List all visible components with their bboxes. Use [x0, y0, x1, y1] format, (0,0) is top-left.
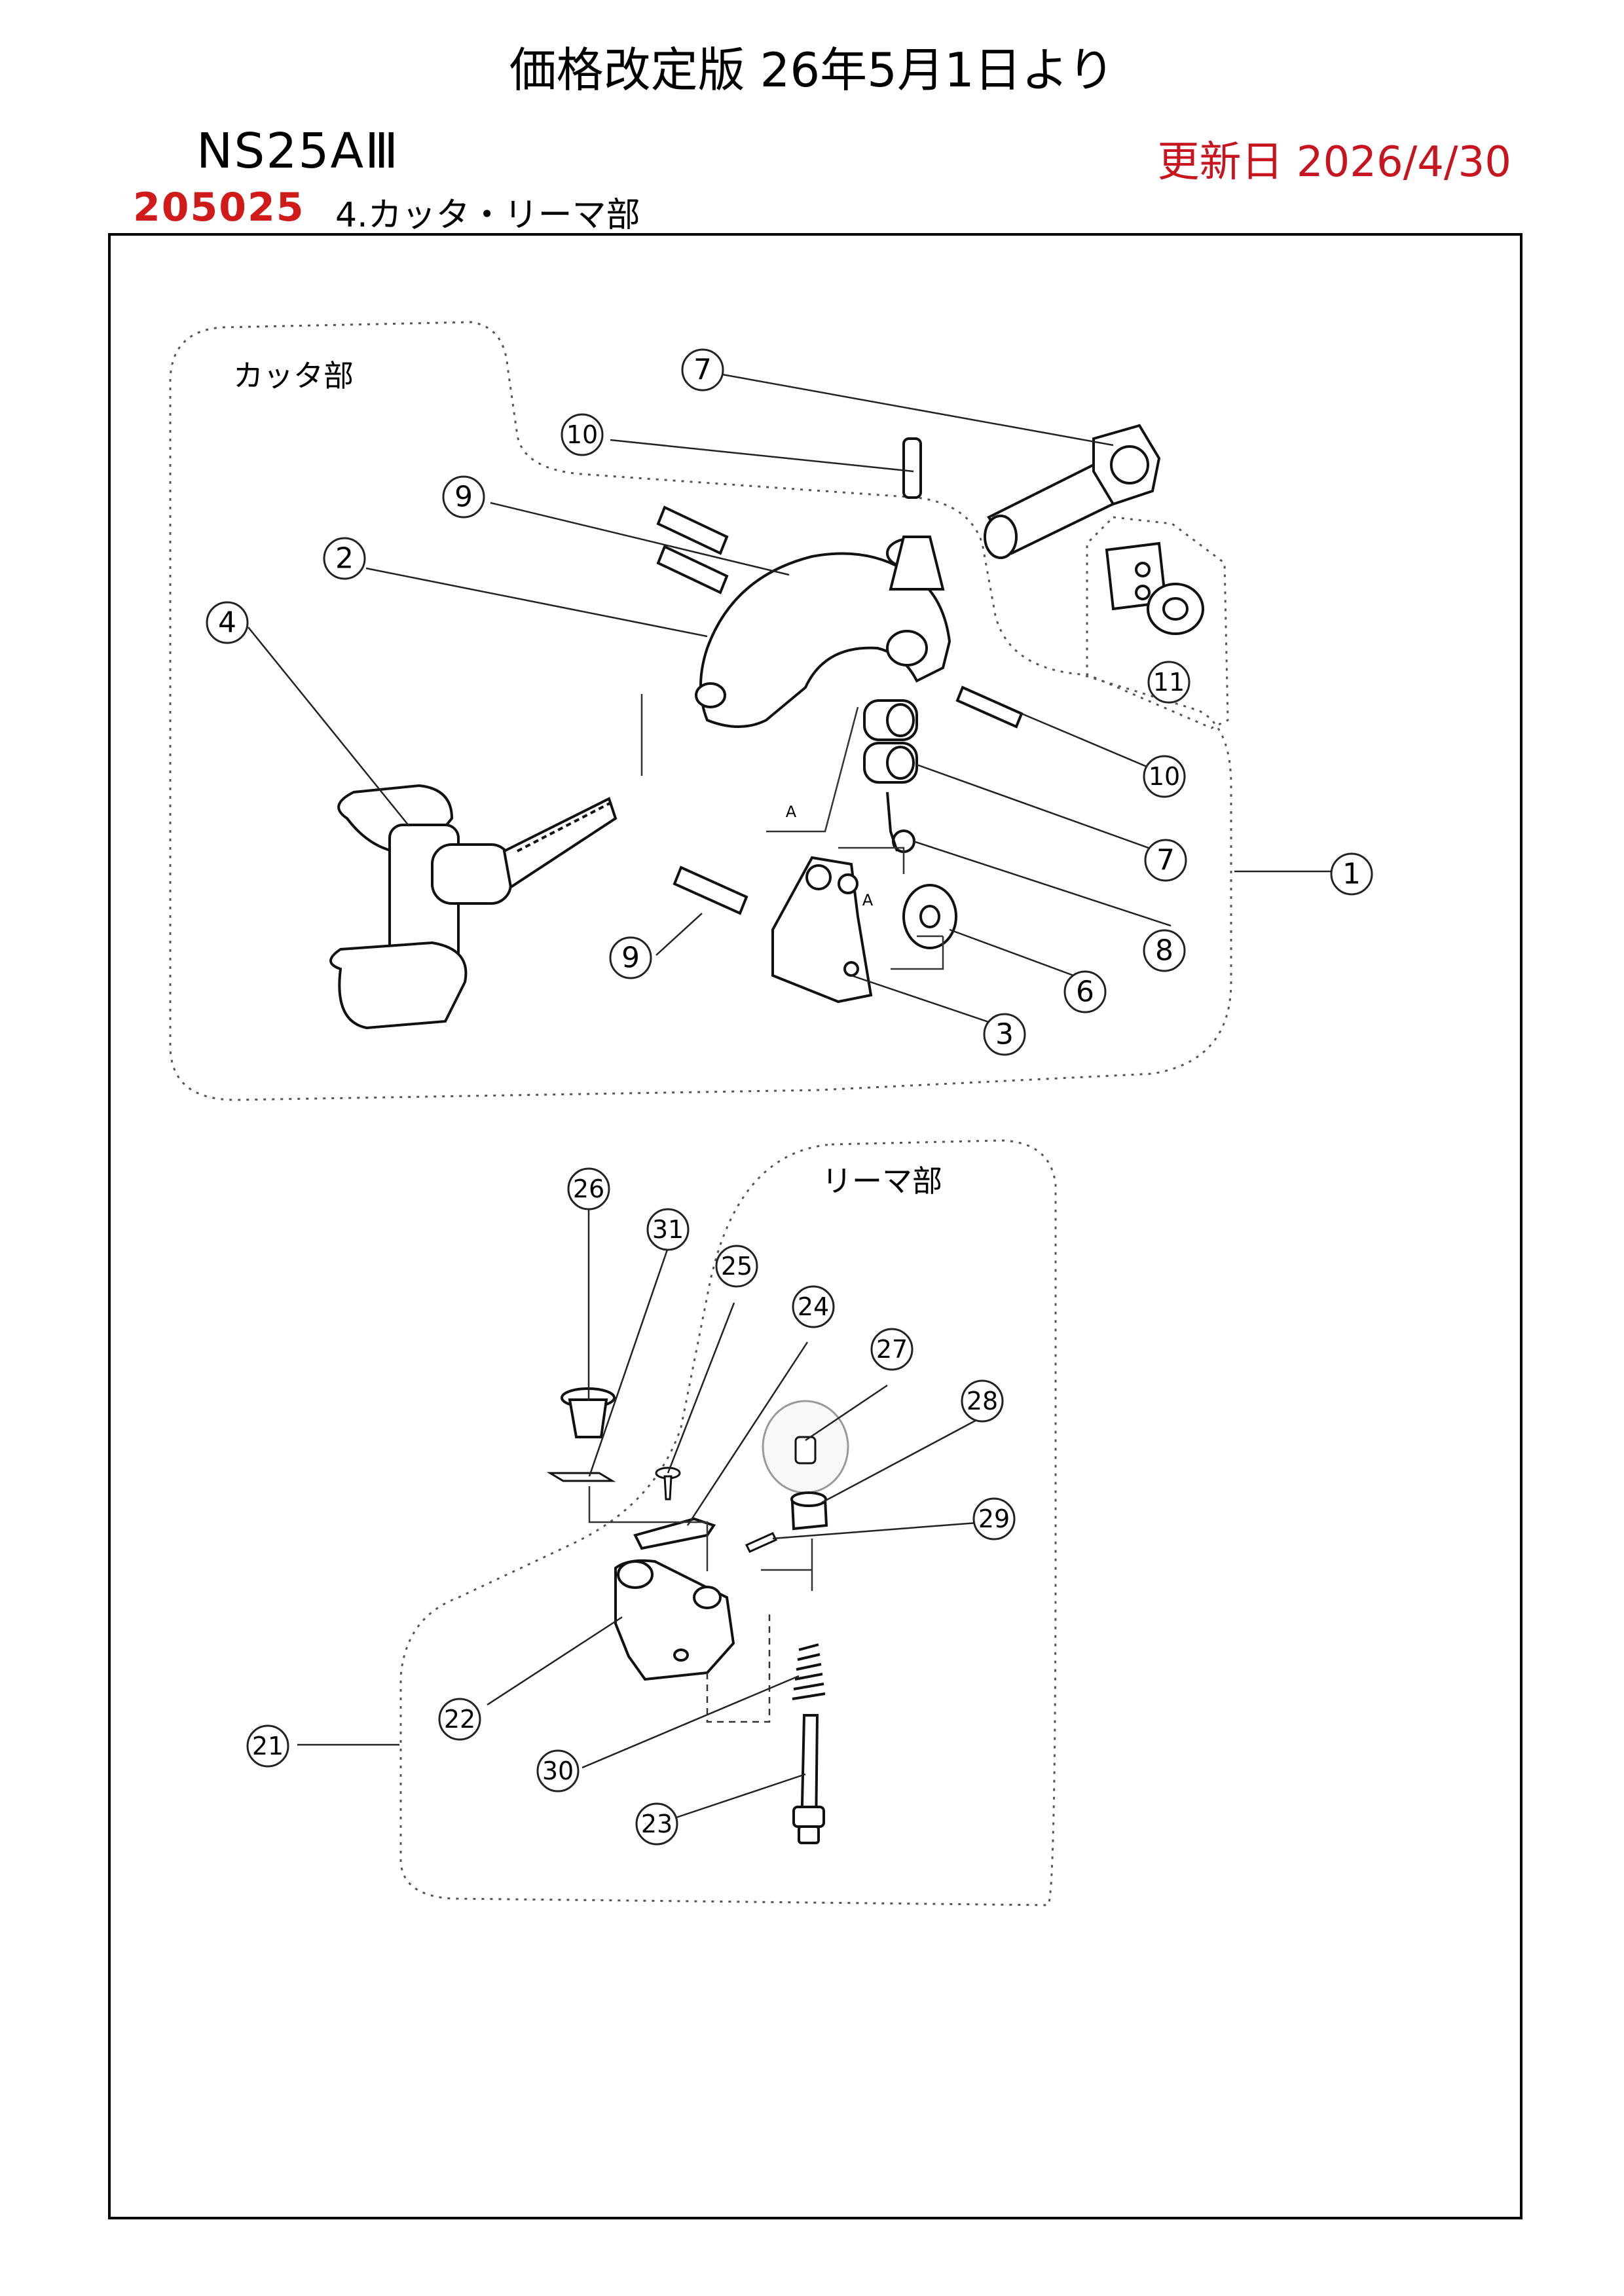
callout-24: 24 [798, 1292, 829, 1321]
part-5-shaft [984, 424, 1161, 559]
callout-30: 30 [542, 1757, 574, 1785]
leader-lines [248, 373, 1331, 1820]
part-11-block [1105, 541, 1204, 635]
section-title: 4.カッタ・リーマ部 [335, 196, 640, 235]
part-24-blade [633, 1517, 716, 1550]
callout-6: 6 [1076, 975, 1094, 1009]
part-4-feed-screw-handle [329, 784, 618, 1030]
callout-21: 21 [252, 1732, 284, 1760]
callout-31: 31 [652, 1215, 684, 1244]
cutter-group-label: カッタ部 [233, 358, 354, 393]
part-7-rollers [863, 699, 918, 784]
callout-22: 22 [444, 1705, 475, 1734]
callout-8: 8 [1155, 934, 1173, 968]
callout-10-b: 10 [1149, 762, 1180, 791]
callout-26: 26 [573, 1175, 604, 1203]
reamer-group-label: リーマ部 [822, 1163, 942, 1199]
callout-25: 25 [721, 1252, 752, 1281]
cutter-group-boundary [169, 321, 1232, 1101]
part-number: 205025 [133, 185, 305, 230]
mark-a-1: A [786, 803, 797, 821]
callout-9-b: 9 [621, 941, 640, 975]
part-31-ring [546, 1472, 616, 1482]
assembly-guides [640, 694, 944, 970]
part-23-shaft [792, 1714, 825, 1844]
callout-10-a: 10 [566, 420, 598, 449]
diagram-frame [108, 233, 1522, 2219]
callout-circles [206, 348, 1373, 1846]
callout-2: 2 [335, 542, 354, 575]
callout-27: 27 [876, 1335, 908, 1364]
updated-date: 更新日 2026/4/30 [1157, 138, 1512, 187]
callout-5: 7 [693, 354, 712, 387]
callout-1: 1 [1342, 858, 1361, 891]
part-8-spring [886, 792, 915, 853]
callout-7: 7 [1156, 844, 1175, 877]
part-30-spring [792, 1643, 826, 1700]
part-29-setscrew [745, 1532, 778, 1553]
part-2-cutter-frame [695, 536, 951, 728]
reamer-assembly-guides [588, 1486, 813, 1723]
page-title: 価格改定版 26年5月1日より [509, 43, 1115, 98]
part-27-insert [762, 1400, 849, 1494]
part-10-pins [902, 437, 1024, 729]
callout-9-a: 9 [454, 481, 473, 514]
callout-4: 4 [218, 606, 236, 640]
part-6-cutter-wheel [902, 884, 957, 949]
reamer-group-boundary [399, 1139, 1057, 1906]
part-22-reamer-body [614, 1559, 735, 1681]
callout-23: 23 [641, 1810, 673, 1838]
mark-a-2: A [862, 891, 874, 909]
callout-29: 29 [978, 1504, 1010, 1533]
part-3-cutter-holder [771, 856, 873, 1004]
part-11-boundary [1086, 516, 1229, 729]
part-9-bolts [656, 505, 748, 915]
callout-labels: 7 10 9 2 4 10 11 7 8 6 3 9 1 26 31 25 24… [218, 354, 1361, 1839]
callout-28: 28 [967, 1387, 998, 1415]
part-28-collar [790, 1491, 828, 1531]
callout-3: 3 [995, 1018, 1014, 1051]
callout-11: 11 [1153, 668, 1185, 697]
model-name: NS25AⅢ [196, 123, 400, 179]
